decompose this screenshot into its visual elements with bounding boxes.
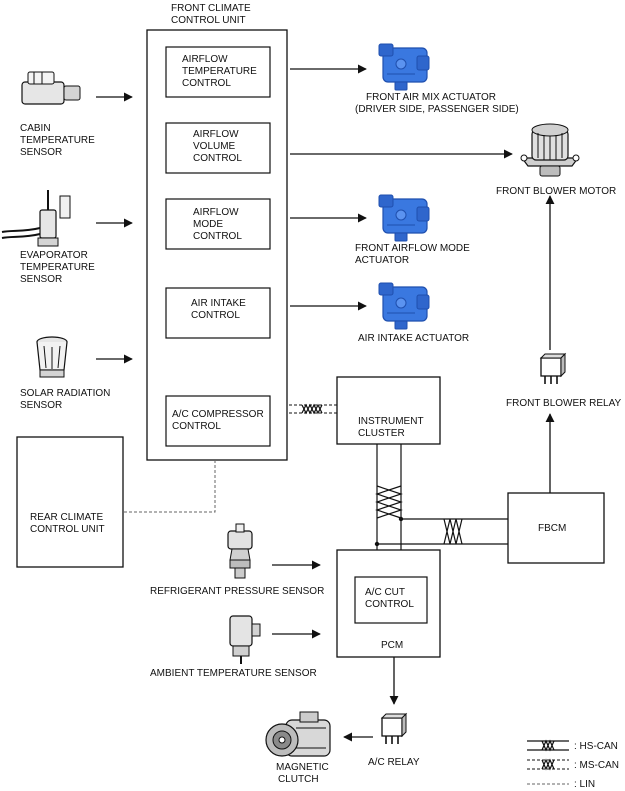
ac-relay-label: A/C RELAY	[368, 757, 420, 768]
blower-motor-label: FRONT BLOWER MOTOR	[496, 186, 616, 197]
airflow-mode-control-box: AIRFLOW MODE CONTROL	[165, 198, 271, 250]
ac-compressor-label: A/C COMPRESSOR CONTROL	[172, 409, 266, 432]
sensor-icon	[21, 71, 81, 105]
airflow-mode-actuator-label: FRONT AIRFLOW MODE ACTUATOR	[355, 243, 473, 266]
blower-relay-label: FRONT BLOWER RELAY	[506, 398, 622, 409]
airflow-volume-label: AIRFLOW VOLUME CONTROL	[193, 129, 242, 164]
hs-can-vertical-link	[374, 444, 404, 550]
relay-icon	[381, 713, 407, 745]
fbcm-label: FBCM	[538, 523, 566, 534]
legend-ms-can: : MS-CAN	[527, 758, 619, 771]
sensor-icon	[36, 336, 68, 378]
relay-icon	[540, 353, 566, 385]
airflow-volume-control-box: AIRFLOW VOLUME CONTROL	[165, 122, 271, 174]
evaporator-sensor-label: EVAPORATOR TEMPERATURE SENSOR	[20, 250, 98, 285]
legend-hs-can: : HS-CAN	[527, 739, 618, 752]
front-airflow-mode-actuator: FRONT AIRFLOW MODE ACTUATOR	[355, 194, 473, 266]
rccu-label: REAR CLIMATE CONTROL UNIT	[30, 512, 106, 535]
legend-hs-can-label: : HS-CAN	[574, 741, 618, 752]
air-mix-actuator-label: FRONT AIR MIX ACTUATOR (DRIVER SIDE, PAS…	[355, 92, 519, 115]
airflow-temperature-control-box: AIRFLOW TEMPERATURE CONTROL	[165, 46, 271, 98]
sensor-icon	[227, 523, 253, 579]
pcm-label: PCM	[381, 640, 403, 651]
ac-cut-label: A/C CUT CONTROL	[365, 587, 414, 610]
front-blower-relay: FRONT BLOWER RELAY	[506, 353, 622, 409]
cabin-temperature-sensor: CABIN TEMPERATURE SENSOR	[20, 71, 133, 158]
airflow-temperature-label: AIRFLOW TEMPERATURE CONTROL	[182, 54, 260, 89]
front-air-mix-actuator: FRONT AIR MIX ACTUATOR (DRIVER SIDE, PAS…	[355, 43, 519, 115]
sensor-icon	[1, 190, 71, 247]
legend-lin: : LIN	[527, 779, 595, 790]
legend-lin-label: : LIN	[574, 779, 595, 790]
instrument-cluster-label: INSTRUMENT CLUSTER	[358, 416, 426, 439]
front-blower-motor: FRONT BLOWER MOTOR	[496, 123, 616, 197]
magnetic-clutch: MAGNETIC CLUTCH	[265, 711, 332, 785]
airflow-mode-label: AIRFLOW MODE CONTROL	[193, 207, 242, 242]
ac-cut-control-box: A/C CUT CONTROL	[354, 576, 428, 624]
air-intake-actuator-label: AIR INTAKE ACTUATOR	[358, 333, 469, 344]
air-intake-actuator: AIR INTAKE ACTUATOR	[358, 282, 469, 344]
rear-climate-control-unit: REAR CLIMATE CONTROL UNIT	[16, 436, 124, 568]
compressor-icon	[265, 711, 331, 757]
ac-relay: A/C RELAY	[368, 713, 420, 768]
sensor-icon	[229, 615, 261, 664]
ms-can-link	[289, 403, 337, 415]
ac-compressor-control-box: A/C COMPRESSOR CONTROL	[165, 395, 271, 447]
magnetic-clutch-label: MAGNETIC CLUTCH	[276, 762, 332, 785]
refrigerant-pressure-sensor: REFRIGERANT PRESSURE SENSOR	[150, 523, 324, 597]
solar-sensor-label: SOLAR RADIATION SENSOR	[20, 388, 113, 411]
blower-motor-icon	[520, 123, 580, 177]
ambient-sensor-label: AMBIENT TEMPERATURE SENSOR	[150, 668, 317, 679]
instrument-cluster: INSTRUMENT CLUSTER	[336, 376, 441, 445]
evaporator-temperature-sensor: EVAPORATOR TEMPERATURE SENSOR	[1, 190, 133, 285]
solar-radiation-sensor: SOLAR RADIATION SENSOR	[20, 336, 133, 411]
blue-actuator-icon	[378, 282, 430, 330]
blue-actuator-icon	[378, 194, 430, 242]
fccu-label: FRONT CLIMATE CONTROL UNIT	[171, 3, 253, 26]
blue-actuator-icon	[378, 43, 430, 91]
cabin-sensor-label: CABIN TEMPERATURE SENSOR	[20, 123, 98, 158]
legend: : HS-CAN : MS-CAN : LIN	[527, 739, 619, 790]
refrigerant-sensor-label: REFRIGERANT PRESSURE SENSOR	[150, 586, 324, 597]
legend-ms-can-label: : MS-CAN	[574, 760, 619, 771]
pcm: PCM	[336, 549, 441, 658]
ambient-temperature-sensor: AMBIENT TEMPERATURE SENSOR	[150, 615, 321, 679]
fbcm: FBCM	[507, 492, 605, 564]
lin-link	[123, 460, 216, 513]
air-intake-control-box: AIR INTAKE CONTROL	[165, 287, 271, 339]
air-intake-label: AIR INTAKE CONTROL	[191, 298, 249, 321]
front-climate-control-unit: FRONT CLIMATE CONTROL UNIT	[146, 3, 288, 461]
hs-can-horizontal-link	[377, 518, 508, 545]
